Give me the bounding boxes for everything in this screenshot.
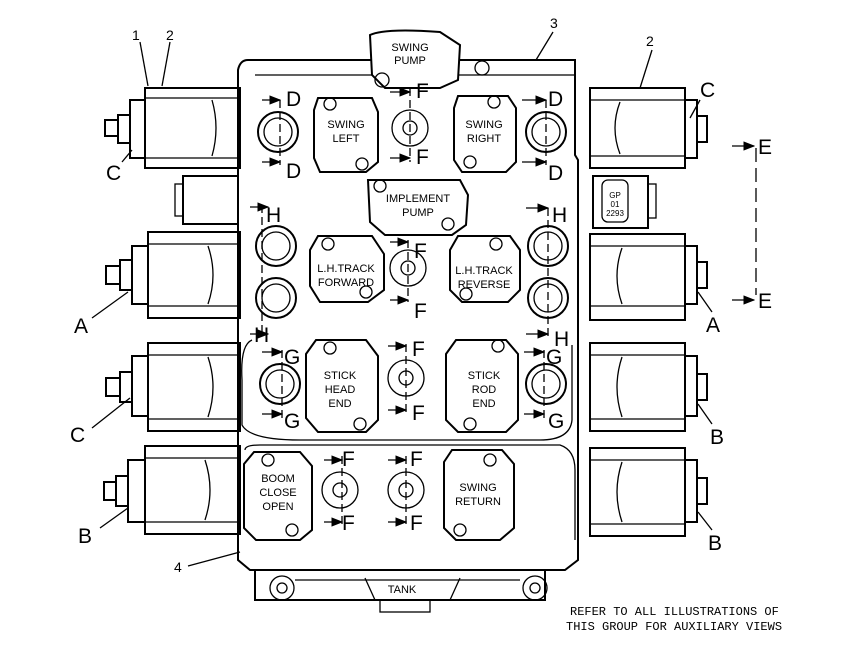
left-spacer — [174, 175, 239, 225]
right-actuator-a — [589, 233, 708, 321]
letter-b-left: B — [78, 525, 92, 548]
left-actuator-top — [104, 87, 241, 169]
lh-track-forward-line-1: L.H.TRACK — [317, 263, 375, 275]
section-e-top: E — [758, 136, 772, 159]
note-line-2: THIS GROUP FOR AUXILIARY VIEWS — [566, 620, 782, 634]
callout-4: 4 — [174, 559, 182, 575]
lh-track-forward-line-2: FORWARD — [318, 277, 374, 289]
callout-1: 1 — [132, 27, 140, 43]
letter-c-right: C — [700, 79, 715, 102]
swing-right-line-1: SWING — [465, 119, 502, 131]
stick-rod-end-line-2: ROD — [472, 384, 497, 396]
section-f-3: F — [414, 240, 427, 263]
tag-line-3: 2293 — [606, 209, 624, 218]
swing-right-port: SWING RIGHT — [453, 95, 517, 173]
section-d-br: D — [548, 162, 563, 185]
section-cut-lines — [261, 88, 757, 526]
left-actuator-a — [105, 231, 241, 319]
stick-head-end-line-2: HEAD — [325, 384, 356, 396]
callout-3: 3 — [550, 15, 558, 31]
tag-line-1: GP — [609, 191, 621, 200]
stick-rod-end-port: STICK ROD END — [445, 339, 519, 433]
section-arrows — [250, 87, 756, 527]
callouts: 1 2 3 2 4 — [132, 15, 654, 575]
section-f-2: F — [416, 146, 429, 169]
letter-b-right-lower: B — [708, 532, 722, 555]
section-f-1: F — [416, 80, 429, 103]
tank-label: TANK — [388, 584, 417, 596]
swing-return-line-1: SWING — [459, 482, 496, 494]
section-g-bl: G — [284, 410, 300, 433]
section-g-br: G — [548, 410, 564, 433]
letter-a-left: A — [74, 315, 88, 338]
right-actuator-b-upper — [589, 342, 708, 432]
lh-track-reverse-line-2: REVERSE — [458, 279, 511, 291]
left-actuator-b — [103, 445, 241, 535]
boom-line-3: OPEN — [262, 501, 293, 513]
swing-pump-port: SWING PUMP — [368, 29, 490, 89]
swing-return-port: SWING RETURN — [443, 449, 515, 541]
boom-close-open-port: BOOM CLOSE OPEN — [243, 451, 313, 541]
right-tag-block: GP 01 2293 — [592, 175, 657, 229]
side-letters: C A C B C A B B — [70, 79, 724, 555]
section-g-tl: G — [284, 346, 300, 369]
tag-line-2: 01 — [611, 200, 620, 209]
section-d-tr: D — [548, 88, 563, 111]
swing-right-line-2: RIGHT — [467, 133, 502, 145]
section-h-br: H — [554, 328, 569, 351]
swing-left-line-2: LEFT — [333, 133, 360, 145]
stick-rod-end-line-1: STICK — [468, 370, 501, 382]
letter-c-left-top: C — [106, 162, 121, 185]
section-f-6: F — [412, 402, 425, 425]
section-h-tl: H — [266, 204, 281, 227]
valve-body — [237, 59, 579, 613]
swing-left-line-1: SWING — [327, 119, 364, 131]
letter-b-right-upper: B — [710, 426, 724, 449]
section-d-bl: D — [286, 160, 301, 183]
swing-pump-line-1: SWING — [391, 42, 428, 54]
section-d-tl: D — [286, 88, 301, 111]
section-f-10: F — [410, 512, 423, 535]
right-actuator-top — [589, 87, 708, 169]
right-actuator-b-lower — [589, 447, 708, 537]
stick-rod-end-line-3: END — [472, 398, 495, 410]
stick-head-end-line-1: STICK — [324, 370, 357, 382]
section-f-7: F — [342, 448, 355, 471]
section-f-5: F — [412, 338, 425, 361]
lh-track-reverse-port: L.H.TRACK REVERSE — [449, 235, 521, 303]
swing-return-line-2: RETURN — [455, 496, 501, 508]
implement-pump-line-2: PUMP — [402, 207, 434, 219]
swing-left-port: SWING LEFT — [313, 97, 379, 173]
left-actuator-c — [105, 342, 241, 432]
lh-track-reverse-line-1: L.H.TRACK — [455, 265, 513, 277]
swing-pump-line-2: PUMP — [394, 55, 426, 67]
section-f-8: F — [342, 512, 355, 535]
boom-line-2: CLOSE — [259, 487, 296, 499]
note-line-1: REFER TO ALL ILLUSTRATIONS OF — [570, 605, 779, 619]
section-f-4: F — [414, 300, 427, 323]
boom-line-1: BOOM — [261, 473, 295, 485]
letter-c-left-bottom: C — [70, 424, 85, 447]
implement-pump-line-1: IMPLEMENT — [386, 193, 450, 205]
letter-a-right: A — [706, 314, 720, 337]
stick-head-end-line-3: END — [328, 398, 351, 410]
section-letters: D D D D F F F F F F F F F F H H H H G G … — [254, 80, 772, 535]
section-f-9: F — [410, 448, 423, 471]
section-h-bl: H — [254, 324, 269, 347]
stick-head-end-port: STICK HEAD END — [305, 339, 379, 433]
section-e-bottom: E — [758, 290, 772, 313]
lh-track-forward-port: L.H.TRACK FORWARD — [309, 235, 385, 303]
section-g-tr: G — [546, 346, 562, 369]
callout-2-right: 2 — [646, 33, 654, 49]
section-h-tr: H — [552, 204, 567, 227]
callout-2-left: 2 — [166, 27, 174, 43]
implement-pump-port: IMPLEMENT PUMP — [366, 179, 470, 236]
